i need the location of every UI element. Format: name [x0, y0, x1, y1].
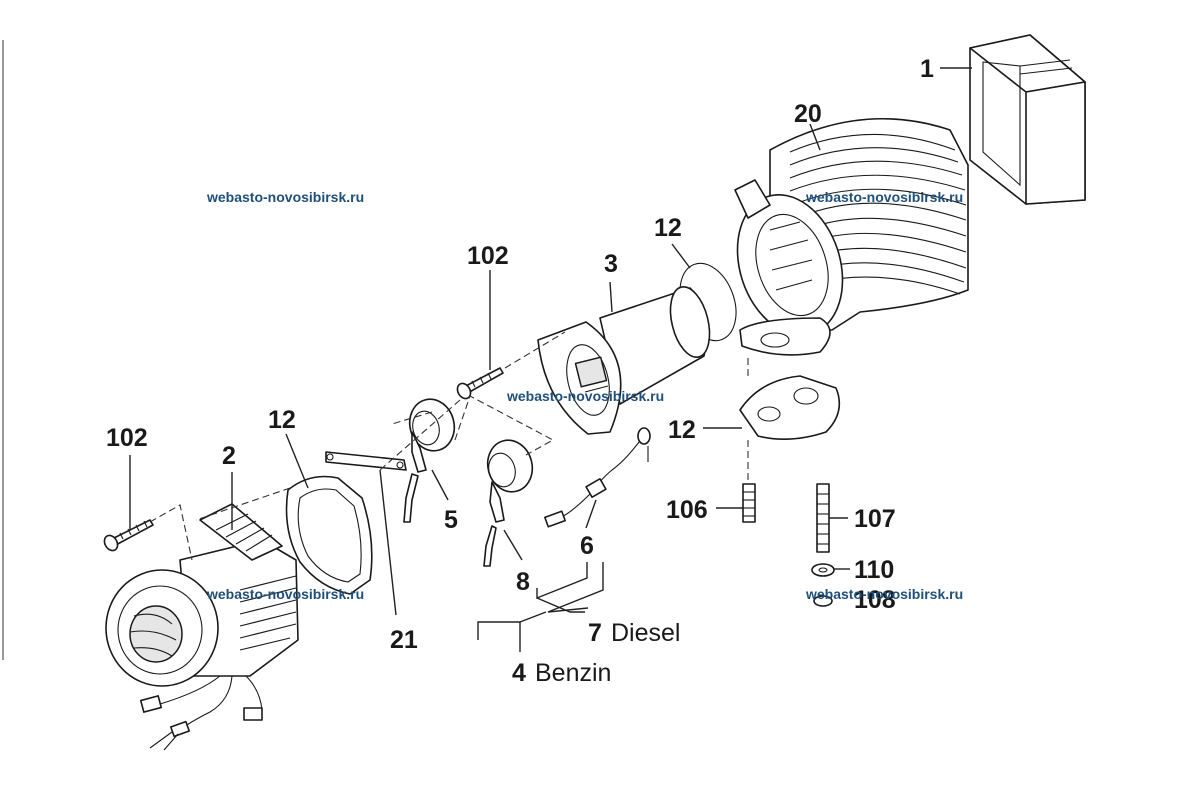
- part-5-glow-pin: [403, 398, 456, 523]
- part-107-long-stud: [816, 483, 830, 553]
- part-21-strip: [325, 451, 407, 471]
- callout-110: 110: [854, 556, 894, 584]
- callout-3: 3: [604, 250, 618, 278]
- part-2-blower-unit: [105, 503, 299, 751]
- watermark: webasto-novosibirsk.ru: [805, 586, 963, 602]
- part-106-stud: [742, 483, 756, 523]
- callout-12: 12: [268, 406, 296, 434]
- callout-1: 1: [920, 55, 934, 83]
- callout-labels: 1 20 12 3 102 12 106 107 110 108 102 2 1…: [106, 55, 934, 687]
- callout-21: 21: [390, 626, 418, 654]
- part-110-washer: [811, 563, 835, 577]
- callout-7: 7: [588, 619, 602, 647]
- assembly-lines: [149, 331, 749, 561]
- callout-106: 106: [666, 496, 708, 524]
- part-102-screw-lower: [103, 519, 154, 552]
- callout-20: 20: [794, 100, 822, 128]
- watermark: webasto-novosibirsk.ru: [206, 189, 364, 205]
- callout-4: 4: [512, 659, 526, 687]
- callout-2: 2: [222, 442, 236, 470]
- callout-102: 102: [106, 424, 148, 452]
- watermark: webasto-novosibirsk.ru: [506, 388, 664, 404]
- part-6-flame-sensor: [544, 427, 651, 528]
- part-8-glow-pin: [483, 439, 534, 567]
- callout-108: 108: [854, 586, 896, 614]
- callout-107: 107: [854, 505, 896, 533]
- part-1-cover-frame: [969, 34, 1086, 205]
- callout-12: 12: [654, 214, 682, 242]
- part-3-combustion-tube: [537, 285, 711, 435]
- part-12-gasket-plate: [739, 375, 841, 440]
- part-12-gasket-left: [285, 475, 373, 595]
- part-20-heat-exchanger: [734, 117, 969, 356]
- part-108-nut: [813, 595, 833, 607]
- watermark: webasto-novosibirsk.ru: [206, 586, 364, 602]
- watermarks: webasto-novosibirsk.ru webasto-novosibir…: [206, 189, 963, 602]
- callout-12: 12: [668, 416, 696, 444]
- watermark: webasto-novosibirsk.ru: [805, 189, 963, 205]
- callout-102: 102: [467, 242, 509, 270]
- leader-lines: [129, 67, 972, 652]
- variant-diesel: Diesel: [611, 619, 680, 647]
- callout-5: 5: [444, 506, 458, 534]
- variant-benzin: Benzin: [535, 659, 611, 687]
- callout-8: 8: [516, 568, 530, 596]
- part-102-screw-upper: [456, 367, 504, 400]
- callout-6: 6: [580, 532, 594, 560]
